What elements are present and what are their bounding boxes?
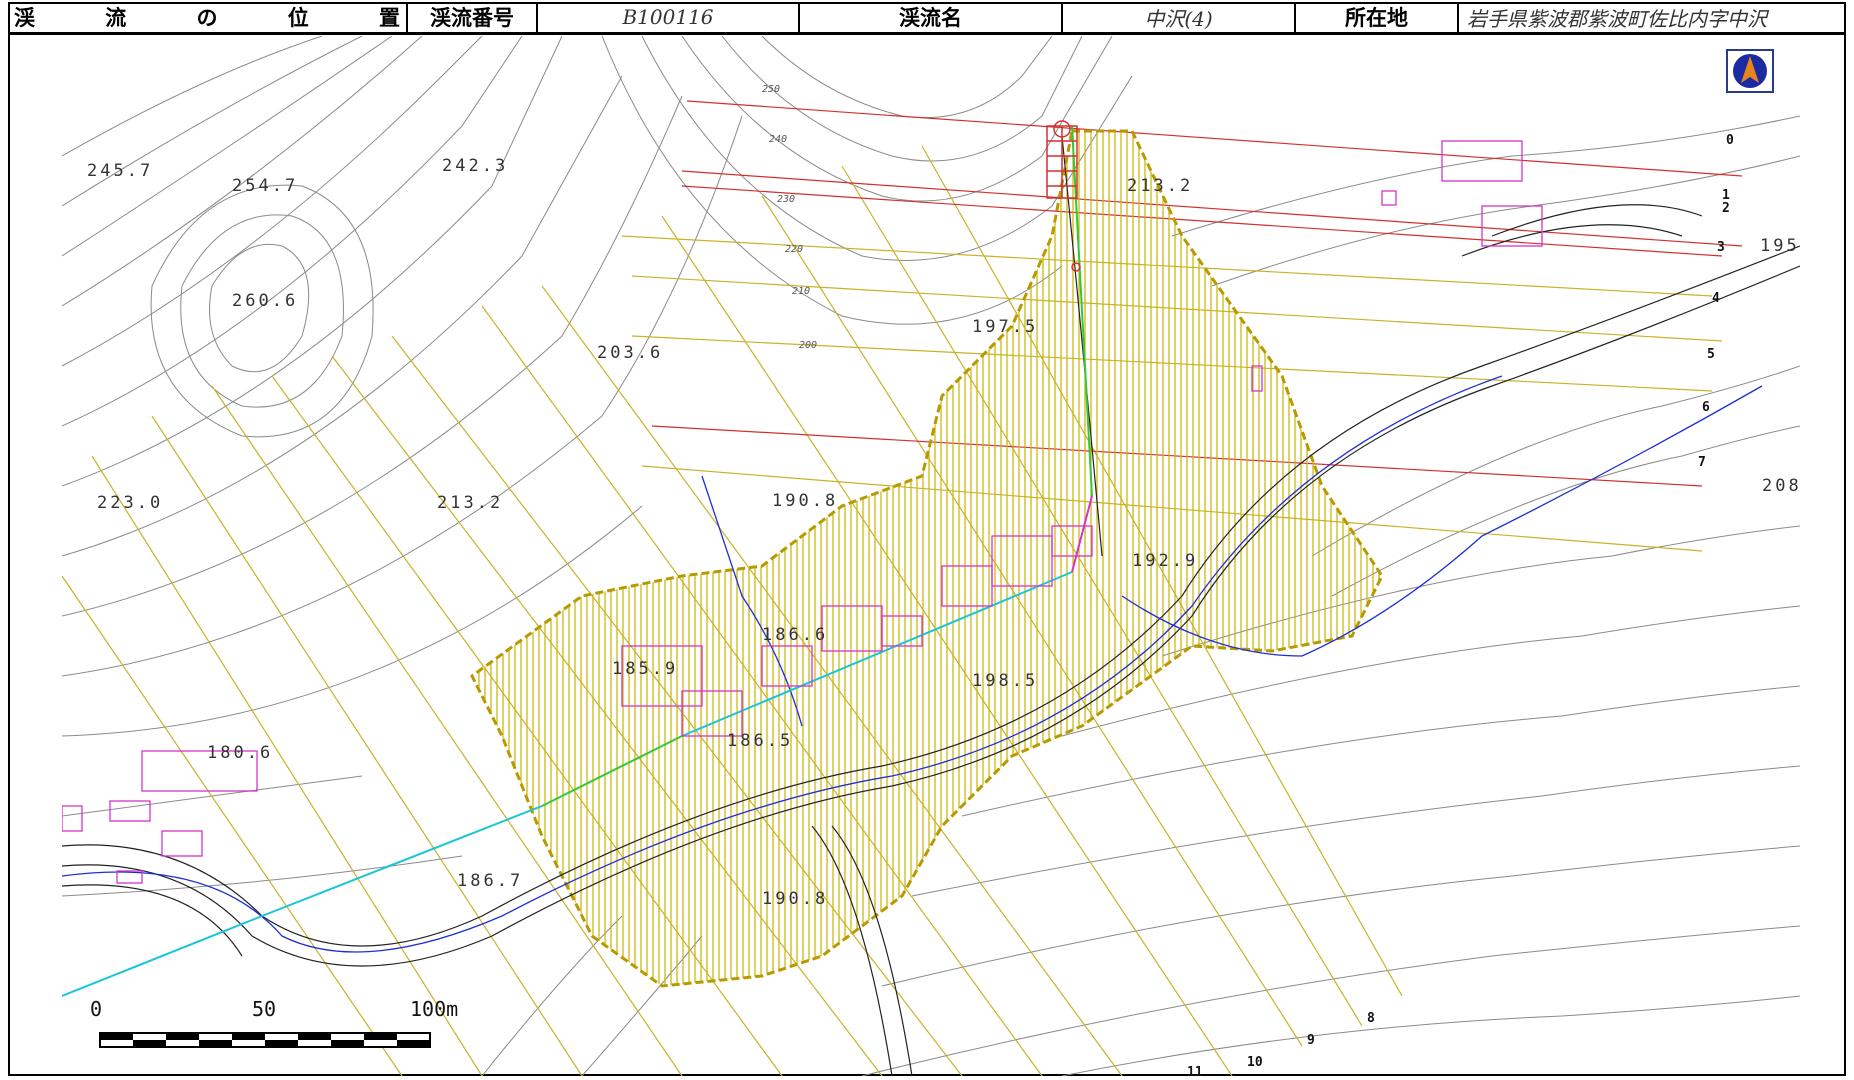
- section-number: 1: [1722, 188, 1730, 203]
- title-char: 渓: [14, 6, 35, 30]
- elevation-label: 242.3: [442, 156, 508, 176]
- title-cell: 渓 流 の 位 置: [8, 2, 408, 32]
- elevation-label: 180.6: [207, 743, 273, 763]
- section-number: 6: [1702, 400, 1710, 415]
- compass-north-icon: [1726, 49, 1774, 93]
- section-lines-red: [651, 100, 1743, 487]
- section-number: 2: [1722, 201, 1730, 216]
- elevation-label: 198.5: [972, 671, 1038, 691]
- section-number: 8: [1367, 1011, 1375, 1026]
- elevation-label: 208: [1762, 476, 1800, 496]
- elevation-label: 203.6: [597, 343, 663, 363]
- map-area[interactable]: 245.7 254.7 242.3 213.2 260.6 203.6 197.…: [62, 36, 1800, 1076]
- section-number: 0: [1726, 133, 1734, 148]
- buildings: [62, 140, 1543, 884]
- hazard-area: [470, 129, 1384, 988]
- elevation-label: 213.2: [1127, 176, 1193, 196]
- stream-number-label: 渓流番号: [408, 2, 538, 32]
- elevation-label: 254.7: [232, 176, 298, 196]
- contour-label: 240: [769, 134, 787, 145]
- title-char: 置: [379, 6, 400, 30]
- section-number: 9: [1307, 1033, 1315, 1048]
- main-channel-line: [62, 125, 1093, 997]
- elevation-label: 260.6: [232, 291, 298, 311]
- elevation-label: 192.9: [1132, 551, 1198, 571]
- section-number: 5: [1707, 347, 1715, 362]
- elevation-label: 190.8: [762, 889, 828, 909]
- stream-name-label: 渓流名: [800, 2, 1063, 32]
- location-label: 所在地: [1296, 2, 1459, 32]
- dam-structure: [1046, 120, 1081, 272]
- section-number: 3: [1717, 240, 1725, 255]
- section-number: 10: [1247, 1055, 1263, 1070]
- contour-label: 220: [785, 244, 803, 255]
- contour-value-labels: 250 240 230 220 210 200: [762, 84, 817, 351]
- elevation-label: 190.8: [772, 491, 838, 511]
- elevation-label: 195: [1760, 236, 1800, 256]
- title-char: 位: [287, 6, 309, 30]
- contour-label: 230: [777, 194, 795, 205]
- section-number: 4: [1712, 291, 1720, 306]
- section-number: 11: [1187, 1065, 1203, 1076]
- section-number: 7: [1698, 455, 1706, 470]
- title-char: の: [196, 6, 218, 30]
- elevation-label: 223.0: [97, 493, 163, 513]
- elevation-label: 186.6: [762, 625, 828, 645]
- contour-label: 250: [762, 84, 780, 95]
- scale-bar: 0 50 100m: [90, 997, 458, 1048]
- header-bar: 渓 流 の 位 置 渓流番号 B100116 渓流名 中沢(4) 所在地 岩手県…: [8, 2, 1846, 35]
- roads: [62, 135, 1800, 1076]
- map-canvas: 245.7 254.7 242.3 213.2 260.6 203.6 197.…: [62, 36, 1800, 1076]
- scale-label-mid: 50: [252, 997, 276, 1021]
- stream-number-value: B100116: [538, 2, 800, 32]
- stream-name-value: 中沢(4): [1063, 2, 1296, 32]
- contour-label: 210: [792, 286, 810, 297]
- title-char: 流: [105, 6, 127, 30]
- elevation-label: 245.7: [87, 161, 153, 181]
- elevation-label: 186.7: [457, 871, 523, 891]
- elevation-label: 185.9: [612, 659, 678, 679]
- section-number-labels: 0 1 2 3 4 5 6 7 8 9 10 11: [1187, 133, 1734, 1076]
- elevation-label: 213.2: [437, 493, 503, 513]
- location-value: 岩手県紫波郡紫波町佐比内字中沢: [1467, 6, 1767, 31]
- map-frame: [8, 2, 1846, 1076]
- elevation-labels: 245.7 254.7 242.3 213.2 260.6 203.6 197.…: [87, 156, 1800, 909]
- contour-label: 200: [799, 340, 817, 351]
- scale-label-end: 100m: [410, 997, 458, 1021]
- scale-label-zero: 0: [90, 997, 102, 1021]
- elevation-label: 197.5: [972, 317, 1038, 337]
- elevation-label: 186.5: [727, 731, 793, 751]
